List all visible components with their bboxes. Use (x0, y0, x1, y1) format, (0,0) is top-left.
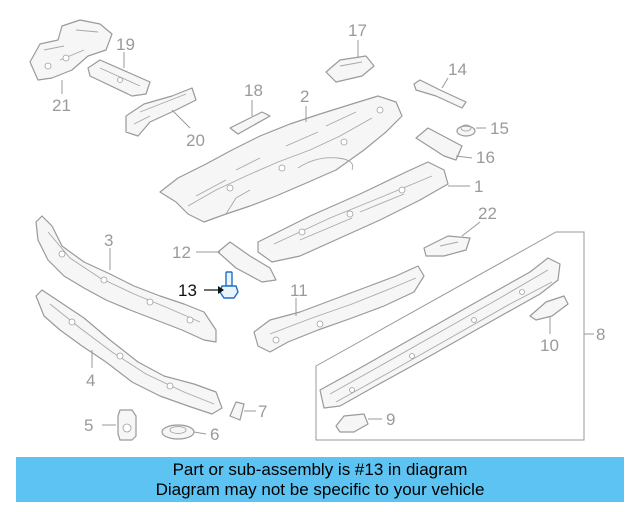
callout-13[interactable]: 13 (178, 281, 197, 300)
callout-22[interactable]: 22 (478, 204, 497, 223)
part-16[interactable] (415, 127, 473, 161)
part-3[interactable] (35, 215, 217, 343)
callout-2[interactable]: 2 (300, 87, 309, 106)
callout-4[interactable]: 4 (86, 371, 95, 390)
caption-line-1: Part or sub-assembly is #13 in diagram (172, 460, 468, 479)
part-6[interactable] (161, 424, 207, 440)
caption-line-2: Diagram may not be specific to your vehi… (155, 480, 485, 499)
part-14[interactable] (413, 77, 467, 109)
part-18[interactable] (229, 100, 271, 135)
part-8-assembly-box[interactable] (315, 231, 594, 441)
callout-17[interactable]: 17 (348, 21, 367, 40)
callout-12[interactable]: 12 (172, 243, 191, 262)
part-9[interactable] (335, 413, 382, 433)
part-21[interactable] (29, 19, 113, 94)
callout-6[interactable]: 6 (210, 425, 219, 444)
callout-11[interactable]: 11 (290, 281, 308, 300)
callout-14[interactable]: 14 (448, 60, 467, 79)
part-2[interactable] (159, 95, 403, 223)
part-20[interactable] (125, 87, 197, 137)
caption-banner: Part or sub-assembly is #13 in diagram D… (16, 457, 624, 502)
callout-9[interactable]: 9 (386, 410, 395, 429)
part-7[interactable] (229, 401, 256, 421)
part-12[interactable] (196, 241, 277, 283)
part-17[interactable] (325, 40, 375, 83)
callout-10[interactable]: 10 (540, 336, 559, 355)
part-22[interactable] (423, 221, 481, 257)
callout-16[interactable]: 16 (476, 148, 495, 167)
parts-diagram: 21 19 20 17 18 2 1 (29, 19, 605, 444)
part-5[interactable] (102, 409, 137, 441)
callout-18[interactable]: 18 (244, 81, 263, 100)
part-1[interactable] (257, 161, 470, 263)
part-8-rocker[interactable] (319, 257, 561, 409)
callout-8[interactable]: 8 (596, 325, 605, 344)
callout-7[interactable]: 7 (258, 402, 267, 421)
part-13-bolt[interactable] (204, 271, 239, 299)
callout-21[interactable]: 21 (52, 96, 71, 115)
callout-3[interactable]: 3 (104, 231, 113, 250)
callout-19[interactable]: 19 (116, 35, 135, 54)
part-11[interactable] (253, 265, 425, 353)
part-10[interactable] (529, 295, 569, 334)
callout-5[interactable]: 5 (84, 416, 93, 435)
part-4[interactable] (35, 289, 223, 415)
part-15[interactable] (456, 124, 486, 137)
callout-1[interactable]: 1 (474, 177, 483, 196)
part-19[interactable] (87, 52, 151, 97)
callout-15[interactable]: 15 (490, 119, 509, 138)
callout-20[interactable]: 20 (186, 131, 205, 150)
